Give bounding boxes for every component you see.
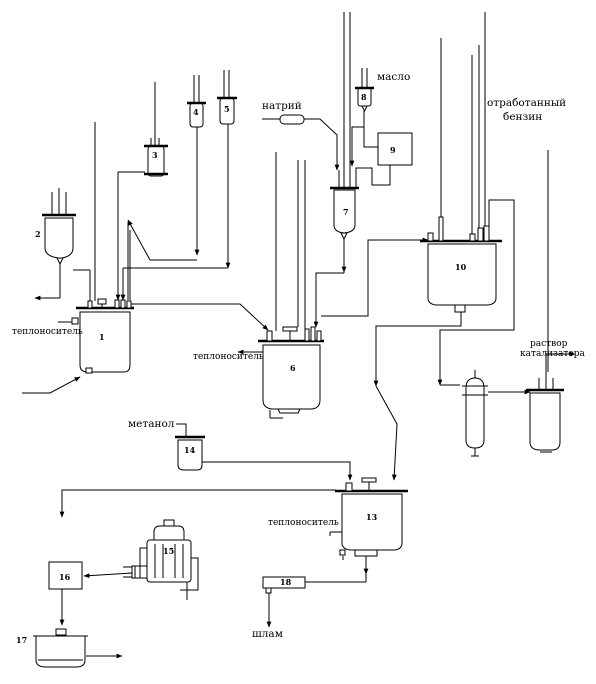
- separator-column: [462, 370, 488, 457]
- unit-7-number: 7: [343, 207, 349, 217]
- reactor-13: 13: [335, 477, 408, 557]
- unit-13-number: 13: [366, 512, 378, 522]
- filter-18: 18: [262, 576, 306, 594]
- settler-10: 10: [420, 216, 502, 313]
- vessel-2: 2: [35, 188, 76, 266]
- tank-17: 17: [16, 628, 88, 668]
- methanol-vessel-14: 14: [175, 426, 205, 471]
- unit-9-number: 9: [390, 145, 396, 155]
- spent-gasoline-label-line2: бензин: [503, 111, 542, 123]
- catalyst-solution-vessel: [526, 372, 564, 453]
- sludge-label: шлам: [252, 628, 283, 640]
- unit-15-number: 15: [163, 546, 174, 556]
- heat-carrier-label-13: теплоноситель: [268, 518, 339, 528]
- sodium-label: натрий: [262, 100, 302, 112]
- unit-5-number: 5: [224, 104, 230, 114]
- reactor-6: 6: [258, 326, 324, 414]
- vessel-7: 7: [330, 166, 359, 241]
- unit-14-number: 14: [184, 445, 196, 455]
- unit-4-number: 4: [193, 107, 199, 117]
- unit-8-number: 8: [361, 92, 367, 102]
- methanol-label: метанол: [128, 418, 175, 430]
- vessel-4: 4: [187, 75, 206, 128]
- catalyst-solution-label-line2: катализатора: [520, 349, 585, 359]
- catalyst-solution-label-line1: раствор: [530, 339, 568, 349]
- vessel-3: 3: [144, 82, 168, 177]
- oil-label: масло: [377, 71, 410, 83]
- unit-17-number: 17: [16, 635, 27, 645]
- unit-3-number: 3: [152, 150, 158, 160]
- heat-carrier-label-6: теплоноситель: [193, 352, 264, 362]
- vessel-8: 8: [355, 68, 374, 113]
- heat-carrier-label-1: теплоноситель: [12, 327, 83, 337]
- block-16: 16: [48, 561, 83, 590]
- unit-2-number: 2: [35, 229, 41, 239]
- sodium-feeder: [262, 114, 305, 125]
- unit-18-number: 18: [280, 577, 292, 587]
- unit-6-number: 6: [290, 363, 296, 373]
- piping: [22, 12, 576, 659]
- unit-1-number: 1: [99, 332, 105, 342]
- spent-gasoline-label-line1: отработанный: [487, 97, 566, 109]
- unit-16-number: 16: [59, 572, 71, 582]
- vessel-5: 5: [217, 70, 237, 125]
- unit-10-number: 10: [455, 262, 467, 272]
- centrifuge-15: 15: [131, 519, 192, 583]
- block-9: 9: [377, 132, 413, 166]
- reactor-1: 1: [71, 298, 134, 374]
